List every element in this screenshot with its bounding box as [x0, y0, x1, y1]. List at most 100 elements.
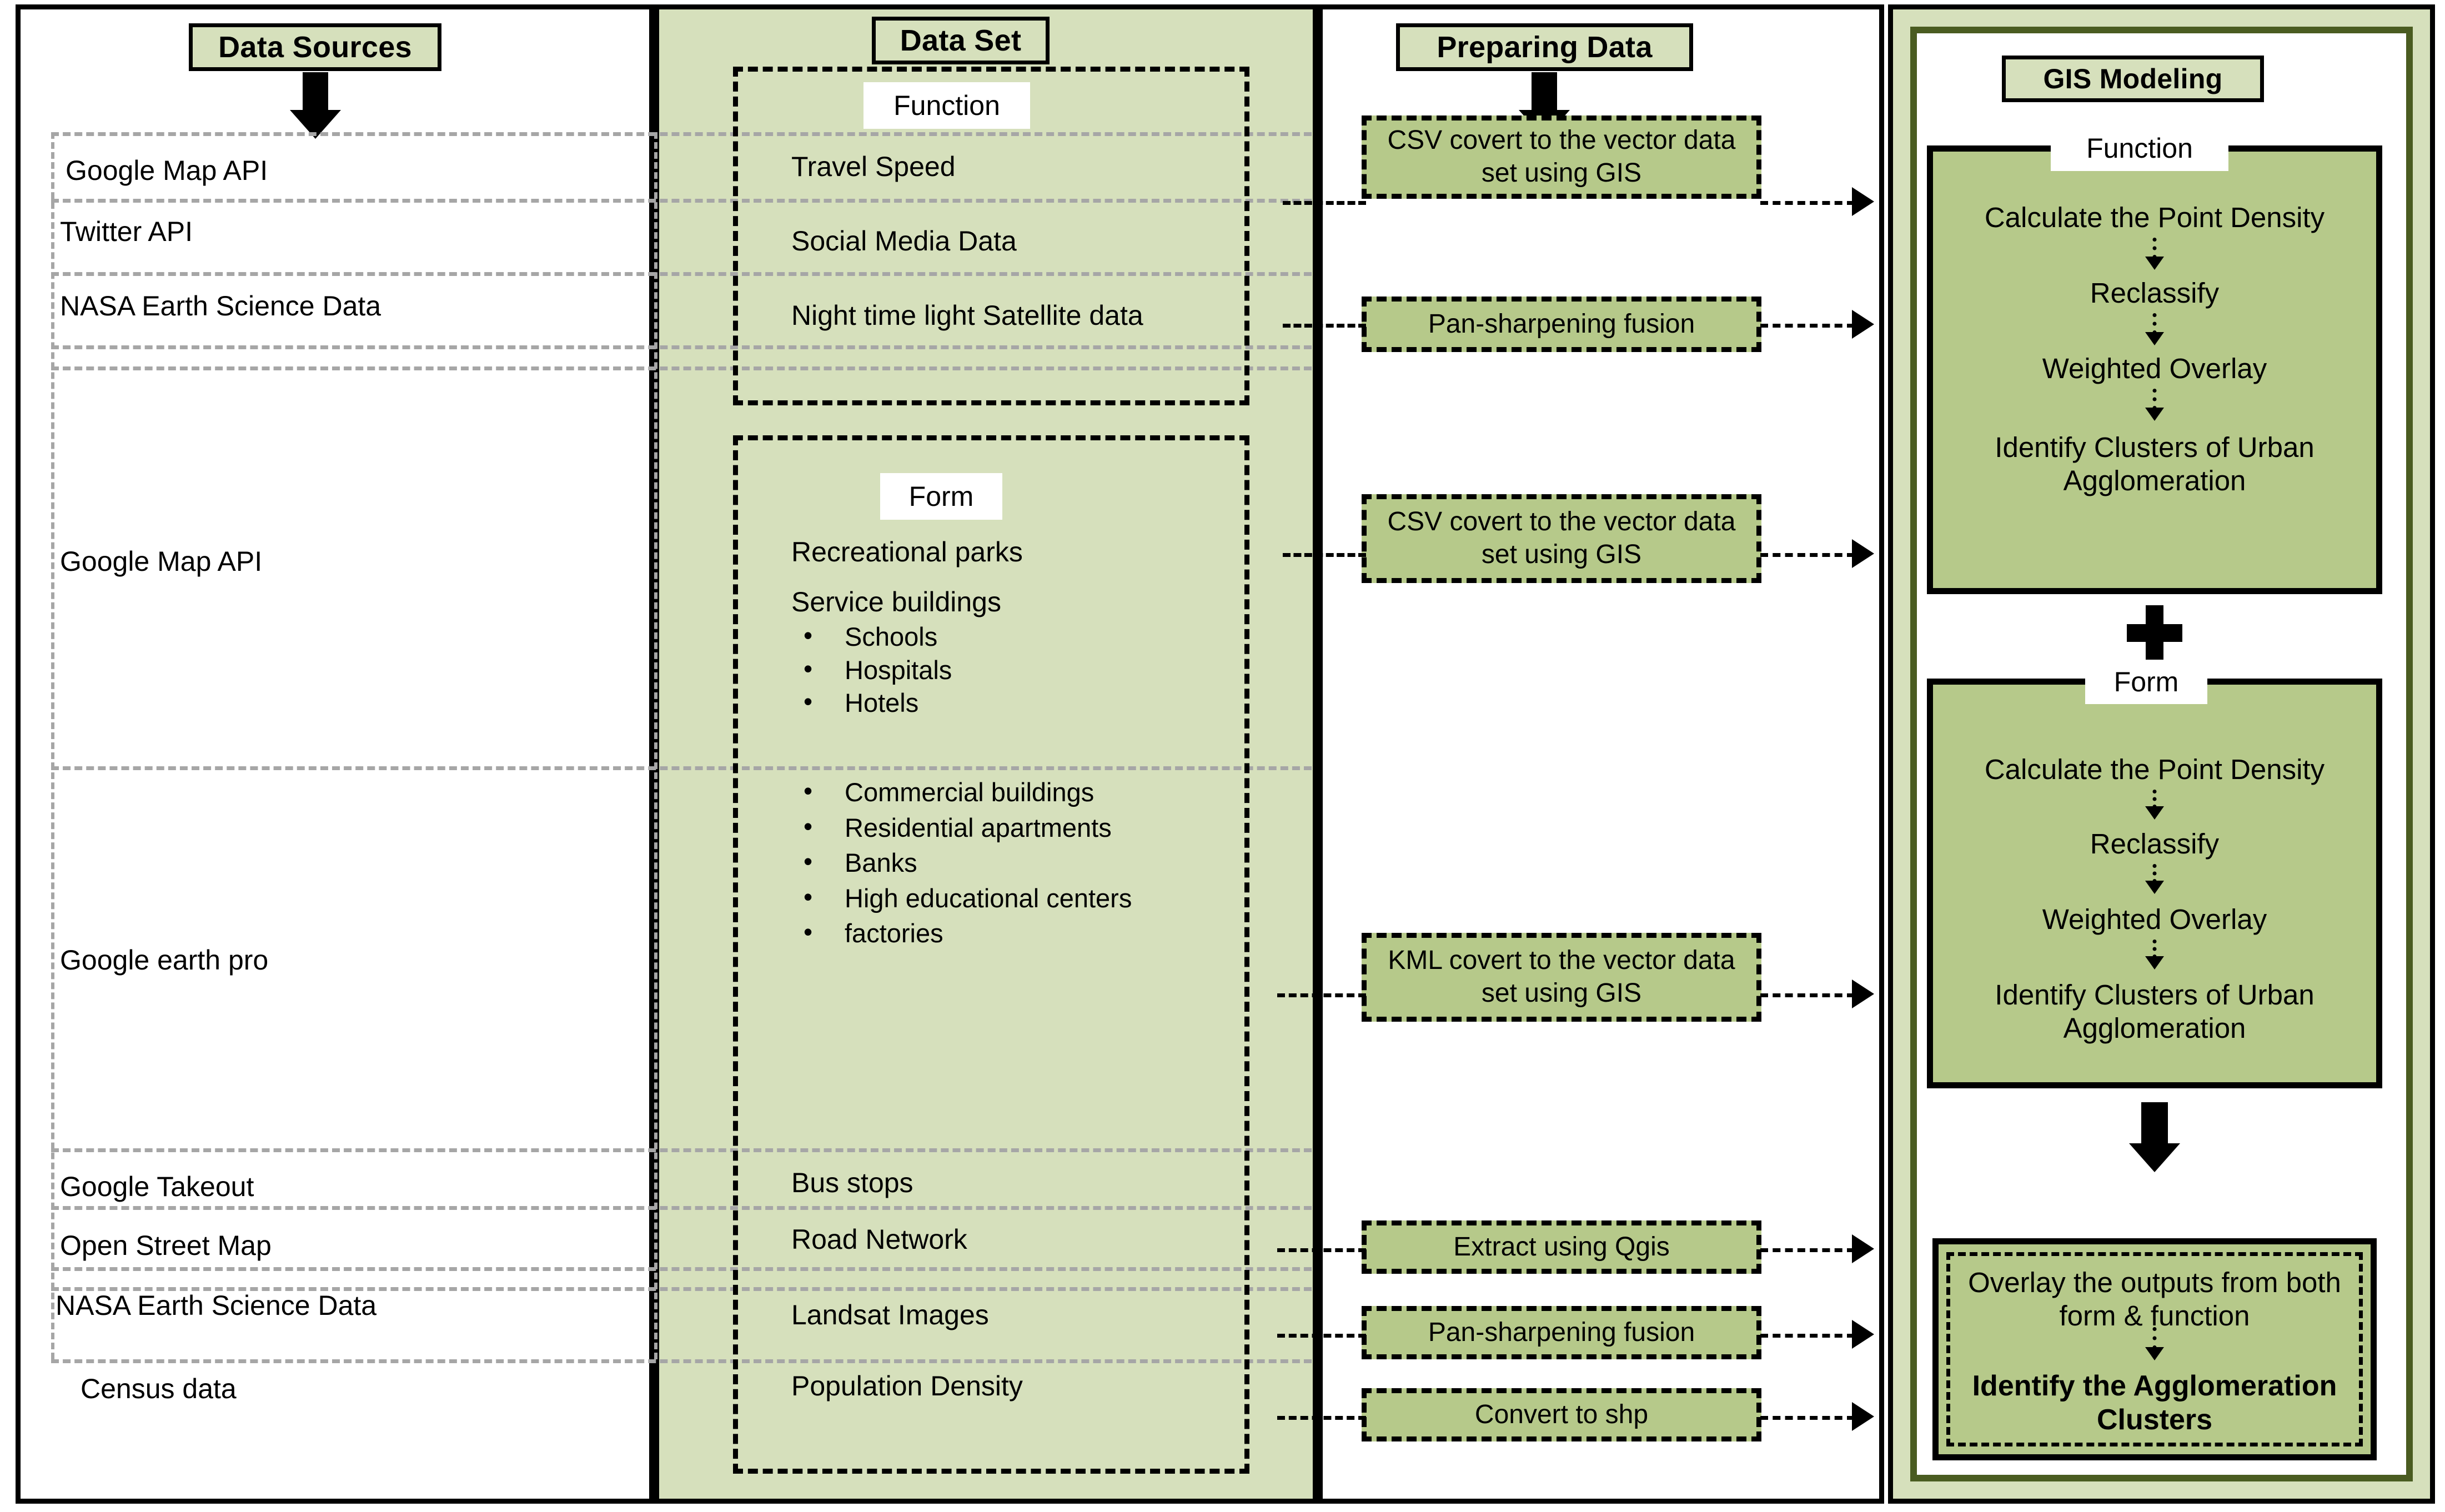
gis-down-arrow-icon [2129, 1102, 2180, 1174]
gis-form-arrowhead-1-icon [2145, 806, 2164, 820]
panel-preparing-data [1318, 4, 1884, 1504]
connector-line [1283, 324, 1366, 328]
dataset-service-building-bullets: Schools Hospitals Hotels [791, 621, 1280, 721]
source-item-google-map-api-2: Google Map API [60, 546, 263, 577]
row-separator [51, 1206, 1312, 1210]
connector-line [1760, 324, 1855, 328]
source-item-nasa-earth-science-data-2: NASA Earth Science Data [56, 1290, 377, 1321]
gis-function-step-3: Weighted Overlay [2042, 353, 2267, 384]
connector-arrowhead-icon [1852, 1234, 1874, 1263]
connector-line [1283, 201, 1366, 205]
connector-arrowhead-icon [1852, 310, 1874, 339]
header-data-set-label: Data Set [900, 24, 1022, 57]
source-item-census-data: Census data [81, 1373, 237, 1404]
header-gis-modeling: GIS Modeling [2002, 56, 2264, 102]
header-preparing-data: Preparing Data [1396, 23, 1693, 71]
row-separator [51, 132, 1312, 136]
gis-function-connector-1 [2152, 238, 2157, 259]
row-separator [51, 345, 1312, 349]
row-separator [51, 366, 1312, 370]
panel-data-sources [16, 4, 654, 1504]
connector-line [1277, 1248, 1366, 1252]
gis-function-arrowhead-1-icon [2145, 257, 2164, 270]
dataset-item-recreational-parks: Recreational parks [791, 536, 1023, 567]
dataset-item-population-density: Population Density [791, 1370, 1023, 1402]
gis-form-step-2: Reclassify [2090, 828, 2220, 860]
gis-function-arrowhead-3-icon [2145, 408, 2164, 421]
gis-function-connector-3 [2152, 389, 2157, 410]
gis-form-step-3: Weighted Overlay [2042, 903, 2267, 935]
plus-icon [2127, 605, 2182, 661]
row-separator [51, 199, 1312, 203]
gis-form-step-4: Identify Clusters of Urban Agglomeration [1995, 979, 2315, 1044]
connector-line [1760, 1334, 1855, 1338]
header-data-set: Data Set [872, 17, 1050, 64]
row-separator [51, 272, 1312, 276]
gis-function-box [1927, 145, 2382, 594]
connector-line [1760, 1416, 1855, 1420]
connector-line [1760, 201, 1855, 205]
gis-final-connector [2152, 1327, 2157, 1349]
source-item-open-street-map: Open Street Map [60, 1230, 272, 1261]
data-sources-down-arrow-icon [290, 72, 341, 139]
list-item: factories [791, 917, 1280, 948]
list-item: Commercial buildings [791, 776, 1280, 807]
connector-arrowhead-icon [1852, 1320, 1874, 1349]
connector-line [1760, 1248, 1855, 1252]
gis-function-connector-2 [2152, 313, 2157, 334]
source-item-google-earth-pro: Google earth pro [60, 945, 269, 976]
source-item-nasa-earth-science-data-1: NASA Earth Science Data [60, 290, 381, 322]
gis-final-line-1: Overlay the outputs from both form & fun… [1968, 1267, 2341, 1332]
connector-line [1277, 1416, 1366, 1420]
gis-form-connector-2 [2152, 864, 2157, 883]
gis-function-step-2: Reclassify [2090, 277, 2220, 309]
dataset-item-night-time-light-satellite-data: Night time light Satellite data [791, 300, 1143, 331]
list-item: High educational centers [791, 882, 1280, 913]
header-gis-modeling-label: GIS Modeling [2043, 63, 2223, 94]
gis-form-tag: Form [2085, 660, 2207, 704]
connector-line [1760, 553, 1855, 557]
connector-line [1277, 1334, 1366, 1338]
connector-line [1760, 993, 1855, 997]
header-preparing-data-label: Preparing Data [1437, 31, 1653, 64]
list-item: Residential apartments [791, 812, 1280, 843]
source-item-google-map-api-1: Google Map API [66, 155, 268, 186]
data-set-form-tag: Form [880, 473, 1002, 520]
source-item-google-takeout: Google Takeout [60, 1171, 254, 1202]
connector-line [1283, 553, 1366, 557]
connector-arrowhead-icon [1852, 539, 1874, 568]
prep-box-csv-convert-1: CSV covert to the vector data set using … [1362, 115, 1761, 199]
list-item: Hotels [791, 687, 1280, 718]
row-separator [51, 1148, 1312, 1152]
prep-box-pan-sharpening-2: Pan-sharpening fusion [1362, 1306, 1761, 1359]
header-data-sources: Data Sources [189, 23, 441, 71]
prep-box-kml-convert: KML covert to the vector data set using … [1362, 933, 1761, 1022]
connector-line [1277, 993, 1366, 997]
dataset-item-social-media-data: Social Media Data [791, 225, 1017, 257]
prep-box-extract-qgis: Extract using Qgis [1362, 1220, 1761, 1274]
connector-arrowhead-icon [1852, 1402, 1874, 1431]
dataset-item-bus-stops: Bus stops [791, 1167, 913, 1198]
row-separator [51, 766, 1312, 770]
dataset-earth-pro-bullets: Commercial buildings Residential apartme… [791, 776, 1280, 952]
data-sources-left-rail [51, 132, 54, 1359]
row-separator [51, 1287, 1312, 1291]
connector-arrowhead-icon [1852, 979, 1874, 1008]
list-item: Schools [791, 621, 1280, 652]
dataset-item-service-buildings: Service buildings [791, 586, 1001, 617]
row-separator [51, 1359, 1312, 1363]
row-separator [51, 1267, 1312, 1271]
gis-final-arrowhead-icon [2145, 1347, 2164, 1360]
gis-function-tag: Function [2051, 125, 2228, 171]
list-item: Banks [791, 847, 1280, 878]
prep-box-pan-sharpening-1: Pan-sharpening fusion [1362, 297, 1761, 352]
gis-form-connector-3 [2152, 940, 2157, 958]
dataset-item-road-network: Road Network [791, 1224, 967, 1255]
gis-function-step-1: Calculate the Point Density [1984, 202, 2325, 233]
header-data-sources-label: Data Sources [218, 31, 412, 64]
data-set-function-container [733, 67, 1249, 405]
data-set-form-container [733, 435, 1249, 1474]
gis-function-arrowhead-2-icon [2145, 332, 2164, 345]
gis-form-arrowhead-3-icon [2145, 956, 2164, 970]
